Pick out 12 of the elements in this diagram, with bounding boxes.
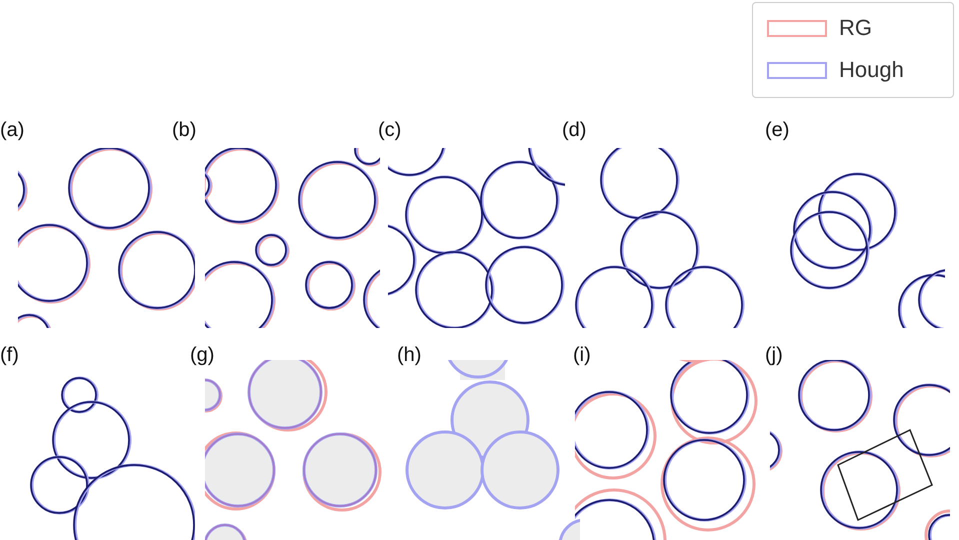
- panel-label: (i): [573, 345, 591, 365]
- panel-label: (j): [765, 345, 783, 365]
- panel-label: (d): [562, 120, 586, 140]
- legend-text: RG: [839, 15, 872, 41]
- legend-text: Hough: [839, 57, 904, 83]
- panel-label: (a): [0, 120, 24, 140]
- panel-label: (e): [765, 120, 790, 140]
- panel-label: (c): [378, 120, 402, 140]
- panel-label: (b): [172, 120, 196, 140]
- panel-label: (g): [190, 345, 214, 365]
- panel-label: (f): [0, 345, 19, 365]
- panel-label: (h): [397, 345, 422, 365]
